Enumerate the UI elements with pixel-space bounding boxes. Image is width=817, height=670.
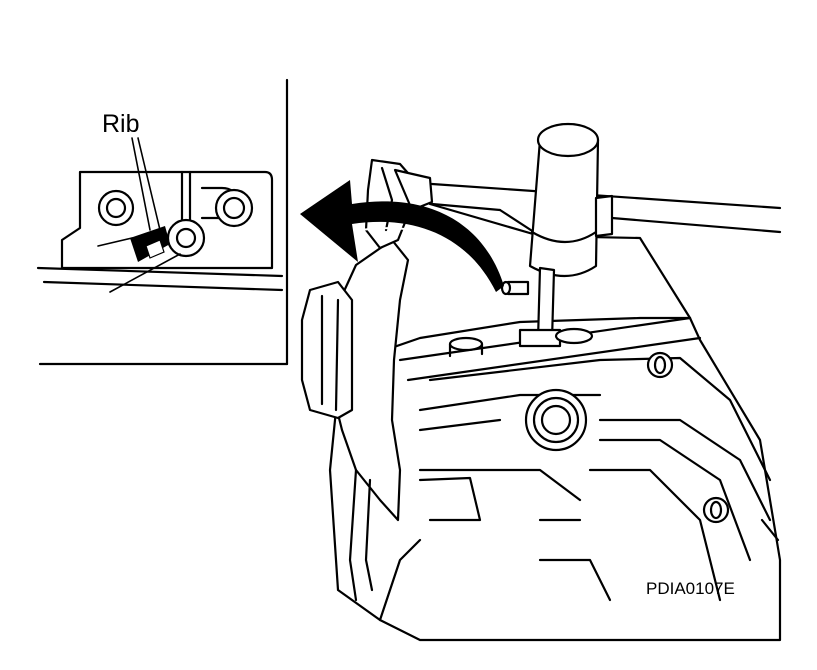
transaxle-case	[328, 316, 782, 642]
rib-label: Rib	[102, 110, 140, 138]
housing-flange	[300, 158, 434, 602]
inset-frame	[38, 78, 289, 366]
direction-arrow	[300, 180, 504, 292]
figure-id: PDIA0107E	[646, 579, 735, 598]
inset-bracket	[36, 170, 284, 293]
hammer-tool	[448, 122, 614, 358]
rib-leader	[131, 137, 161, 231]
